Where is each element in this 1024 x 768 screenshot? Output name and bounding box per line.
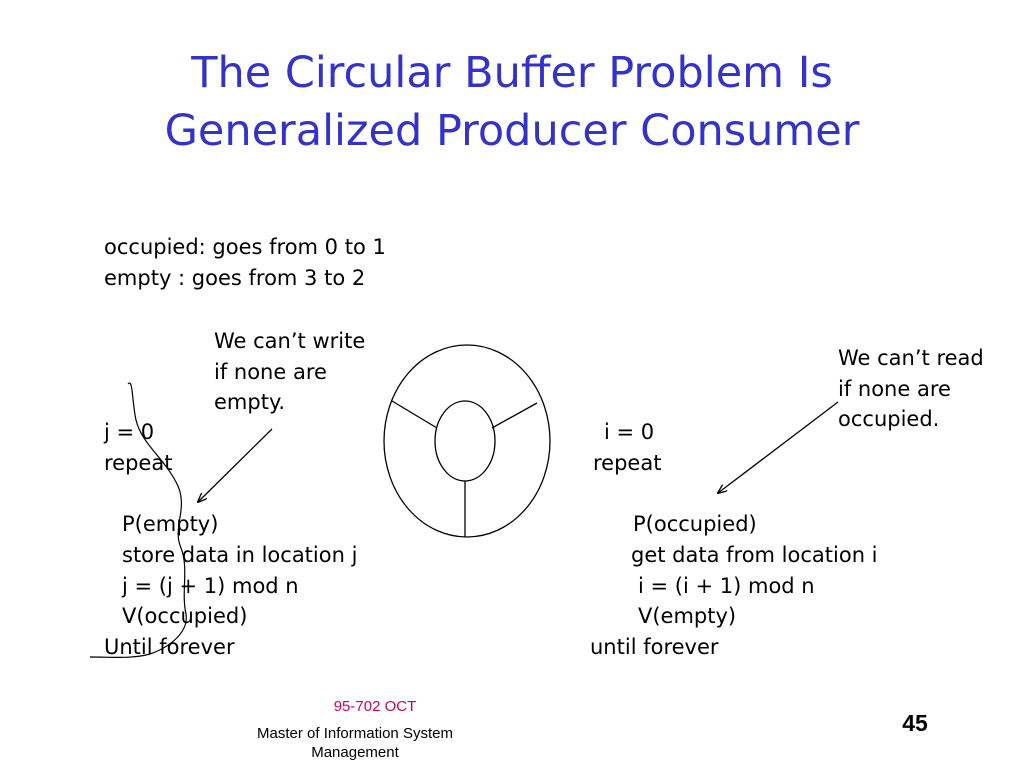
state-occupied: occupied: goes from 0 to 1 <box>104 235 386 259</box>
producer-p: P(empty) <box>122 512 219 536</box>
consumer-p: P(occupied) <box>633 512 757 536</box>
course-code: 95-702 OCT <box>333 698 417 715</box>
consumer-v: V(empty) <box>638 604 737 628</box>
consumer-note-line: We can’t read <box>838 346 984 370</box>
producer-incr: j = (j + 1) mod n <box>122 574 299 598</box>
state-empty: empty : goes from 3 to 2 <box>104 266 366 290</box>
program-name: Master of Information System Management <box>215 724 495 762</box>
producer-store: store data in location j <box>122 543 358 567</box>
program-name-line: Management <box>311 744 399 761</box>
producer-until: Until forever <box>104 635 235 659</box>
program-name-line: Master of Information System <box>257 725 453 742</box>
producer-init: j = 0 <box>104 420 155 444</box>
producer-note-line: empty. <box>214 390 286 414</box>
consumer-until: until forever <box>590 635 719 659</box>
consumer-init: i = 0 <box>604 420 655 444</box>
buffer-divider <box>391 400 438 429</box>
buffer-divider <box>491 402 538 429</box>
producer-note-line: if none are <box>214 359 327 384</box>
page-number: 45 <box>902 710 928 736</box>
producer-note-line: We can’t write <box>214 329 366 353</box>
consumer-arrow <box>718 401 839 493</box>
buffer-outer-ring <box>383 344 551 538</box>
title-line-1: The Circular Buffer Problem Is <box>191 48 833 98</box>
buffer-inner-ring <box>434 400 496 482</box>
producer-repeat: repeat <box>104 451 173 475</box>
consumer-note-line: occupied. <box>838 407 940 431</box>
producer-note: We can’t write if none are empty. <box>214 326 365 418</box>
consumer-note: We can’t read if none are occupied. <box>838 343 984 435</box>
producer-arrow <box>198 428 273 502</box>
producer-v: V(occupied) <box>122 604 248 628</box>
circular-buffer <box>383 344 551 538</box>
slide-title: The Circular Buffer Problem Is Generaliz… <box>0 44 1024 160</box>
consumer-get: get data from location i <box>631 543 878 567</box>
consumer-incr: i = (i + 1) mod n <box>638 574 815 598</box>
title-line-2: Generalized Producer Consumer <box>164 106 860 156</box>
consumer-repeat: repeat <box>593 451 662 475</box>
consumer-note-line: if none are <box>838 376 951 401</box>
